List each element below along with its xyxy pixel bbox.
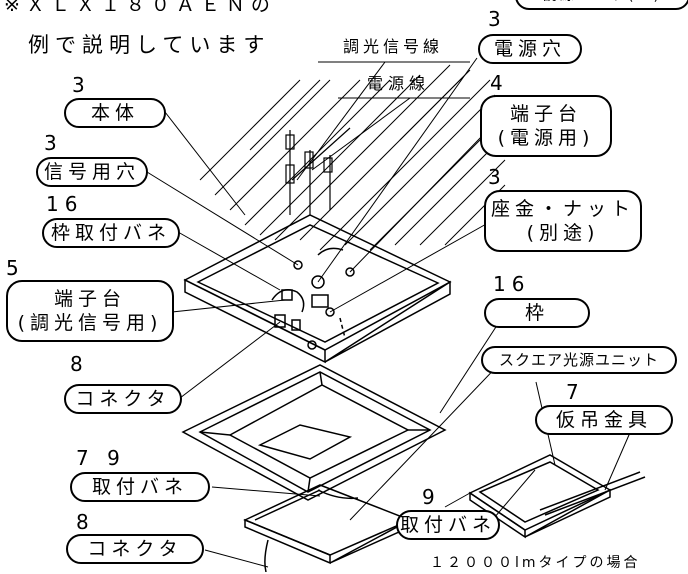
callout-mount-spring-left: 取付バネ: [70, 472, 210, 502]
callout-signal-hole: 信号用穴: [36, 157, 148, 187]
step-connector-upper: 8: [70, 352, 89, 376]
frame-trim: [181, 364, 447, 501]
callout-terminal-signal: 端子台 (調光信号用): [6, 280, 174, 342]
callout-frame: 枠: [484, 298, 590, 328]
frame-spring-label: 枠取付バネ: [50, 222, 171, 244]
callout-power-hole: 電源穴: [478, 34, 582, 64]
body-label: 本体: [90, 102, 139, 124]
step-frame: 16: [493, 272, 531, 296]
mount-spring-left-label: 取付バネ: [91, 476, 188, 498]
callout-body: 本体: [64, 98, 166, 128]
connector-lower-label: コネクタ: [87, 538, 183, 560]
callout-connector-lower: コネクタ: [66, 534, 204, 564]
step-temp-bracket: 7: [566, 380, 585, 404]
step-body: 3: [72, 73, 91, 97]
leader-lines: [146, 57, 633, 568]
step-terminal-signal: 5: [6, 256, 25, 280]
step-frame-spring: 16: [46, 192, 84, 216]
power-wire-label: 電源線: [367, 74, 431, 93]
callout-mount-spring-right: 取付バネ: [396, 510, 500, 540]
power-hole-label: 電源穴: [493, 38, 566, 60]
terminal-signal-line2: (調光信号用): [17, 312, 163, 334]
washer-nut-line2: (別途): [526, 222, 600, 244]
dimming-signal-wire-label: 調光信号線: [343, 37, 444, 56]
square-light-unit-right: [468, 454, 646, 539]
callout-washer-nut: 座金・ナット (別途): [484, 190, 642, 252]
terminal-signal-line1: 端子台: [53, 288, 126, 310]
step-mount-spring-right: 9: [422, 485, 441, 509]
note-line-1: ※ＸＬＸ１８０ＡＥＮの: [4, 0, 276, 16]
callout-square-unit: スクエア光源ユニット: [481, 346, 677, 374]
terminal-power-line1: 端子台: [509, 103, 582, 125]
step-power-hole: 3: [488, 7, 507, 31]
callout-terminal-power: 端子台 (電源用): [480, 95, 612, 157]
mount-spring-right-label: 取付バネ: [399, 514, 496, 536]
step-terminal-power: 4: [490, 71, 509, 95]
washer-nut-line1: 座金・ナット: [490, 198, 635, 220]
square-unit-label: スクエア光源ユニット: [498, 351, 659, 369]
note-line-2: 例で説明しています: [28, 33, 271, 57]
step-signal-hole: 3: [44, 131, 63, 155]
callout-connector-upper: コネクタ: [64, 384, 182, 414]
frame-label: 枠: [524, 302, 549, 324]
step-connector-lower: 8: [76, 510, 95, 534]
square-light-unit-left: [243, 484, 412, 572]
temp-bracket-label: 仮吊金具: [555, 409, 652, 431]
step-washer-nut: 3: [488, 165, 507, 189]
step-mount-spring-left: 7 9: [76, 446, 126, 470]
terminal-power-line2: (電源用): [497, 127, 595, 149]
top-right-partial-label: 誘線コ－ド(…): [543, 0, 662, 8]
main-body: [183, 214, 452, 364]
callout-frame-spring: 枠取付バネ: [42, 218, 180, 248]
signal-hole-label: 信号用穴: [43, 161, 140, 183]
connector-upper-label: コネクタ: [75, 388, 171, 410]
callout-temp-bracket: 仮吊金具: [535, 405, 673, 435]
top-right-partial-callout: 誘線コ－ド(…): [515, 0, 688, 10]
ceiling-hatching: [199, 64, 521, 251]
footer-note: １２０００lmタイプの場合: [430, 555, 641, 571]
hanging-wires: [285, 127, 351, 215]
